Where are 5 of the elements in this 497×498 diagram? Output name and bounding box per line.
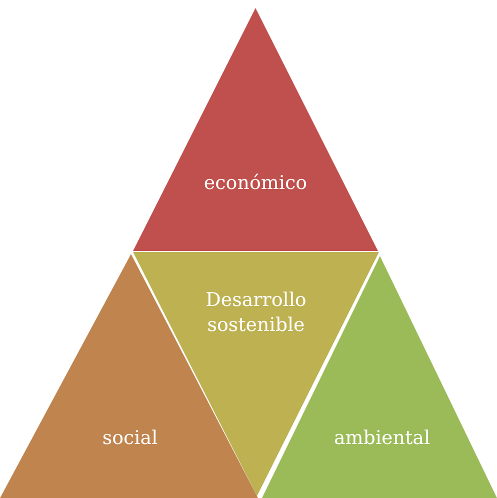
- triangle-label: ambiental: [332, 426, 432, 451]
- triangle-shape: [133, 8, 378, 251]
- triangle-label: económico: [202, 171, 308, 196]
- triangle-label: Desarrollo sostenible: [204, 288, 308, 338]
- triangle-label: social: [101, 426, 159, 451]
